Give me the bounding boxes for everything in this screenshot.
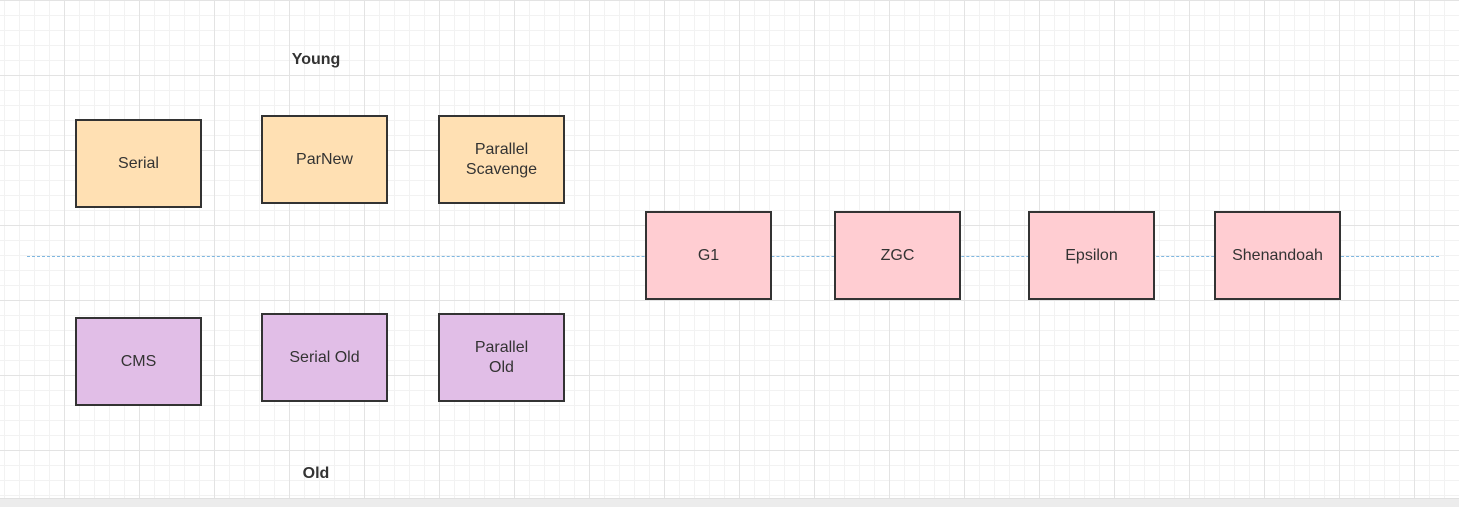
horizontal-scrollbar-track[interactable]	[0, 498, 1459, 507]
collector-box-parallel-old[interactable]: Parallel Old	[438, 313, 565, 402]
collector-box-parallel-scavenge[interactable]: Parallel Scavenge	[438, 115, 565, 204]
collector-box-shenandoah[interactable]: Shenandoah	[1214, 211, 1341, 300]
young-generation-label: Young	[291, 51, 341, 68]
collector-box-serial[interactable]: Serial	[75, 119, 202, 208]
old-generation-label: Old	[302, 465, 330, 482]
collector-box-zgc[interactable]: ZGC	[834, 211, 961, 300]
collector-box-parnew[interactable]: ParNew	[261, 115, 388, 204]
collector-box-cms[interactable]: CMS	[75, 317, 202, 406]
collector-box-epsilon[interactable]: Epsilon	[1028, 211, 1155, 300]
collector-box-g1[interactable]: G1	[645, 211, 772, 300]
collector-box-serial-old[interactable]: Serial Old	[261, 313, 388, 402]
